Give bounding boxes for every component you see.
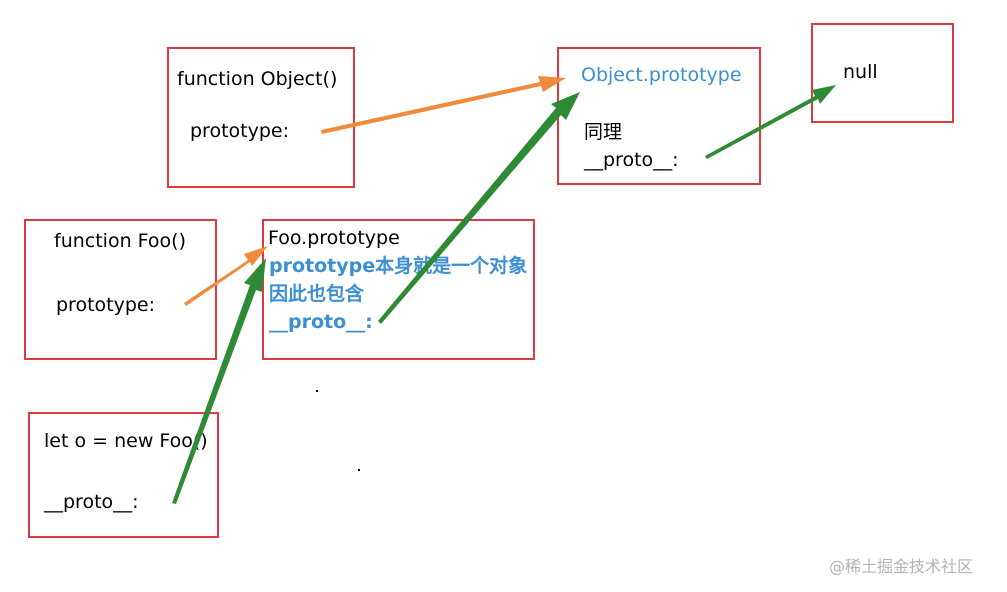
function-object-prototype-label: prototype: [190, 120, 289, 142]
arrow-object-proto-to-null [705, 85, 836, 159]
arrow-foo-proto-to-object-prototype [378, 92, 580, 324]
stray-dot [358, 469, 360, 471]
foo-prototype-note-line1: prototype本身就是一个对象 [269, 255, 528, 277]
arrow-instance-proto [172, 258, 266, 504]
function-object-title: function Object() [177, 68, 338, 90]
null-box [811, 23, 954, 123]
instance-box [28, 412, 219, 538]
stray-dot [316, 390, 318, 392]
function-foo-title: function Foo() [54, 230, 186, 252]
instance-title: let o = new Foo() [44, 430, 208, 452]
object-prototype-title: Object.prototype [581, 64, 742, 86]
null-label: null [843, 61, 878, 83]
arrow-foo-prototype [184, 246, 268, 306]
object-prototype-same-label: 同理 [584, 121, 623, 143]
foo-prototype-proto-label: __proto__: [269, 311, 373, 333]
arrow-object-prototype [321, 76, 566, 134]
function-foo-prototype-label: prototype: [56, 294, 155, 316]
function-foo-box [24, 219, 217, 360]
instance-proto-label: __proto__: [44, 491, 139, 513]
object-prototype-proto-label: __proto__: [584, 149, 679, 171]
foo-prototype-box [262, 219, 535, 360]
foo-prototype-title: Foo.prototype [268, 227, 400, 249]
watermark: @稀土掘金技术社区 [829, 557, 974, 576]
foo-prototype-note-line2: 因此也包含 [269, 283, 365, 305]
function-object-box [167, 47, 355, 188]
